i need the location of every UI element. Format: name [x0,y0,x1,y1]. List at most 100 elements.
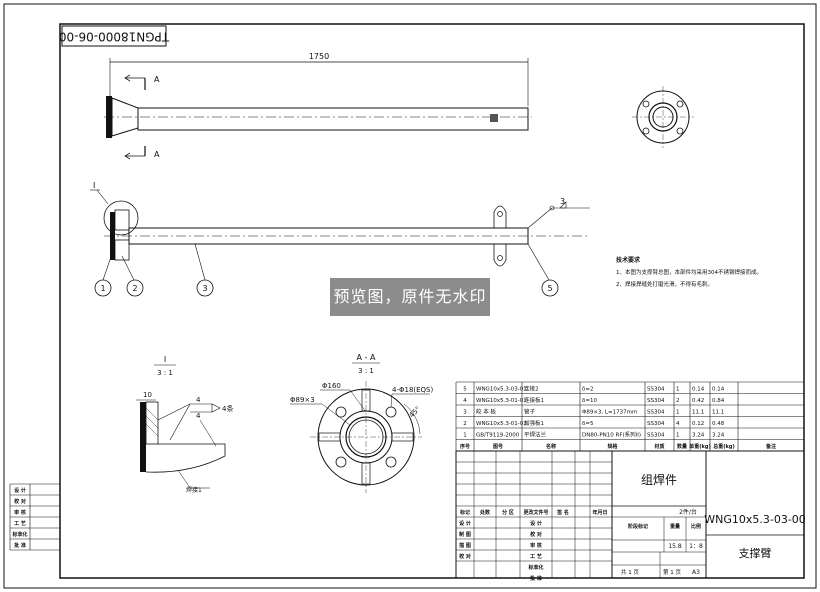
rev-label: 处数 [479,509,491,516]
balloon-5 [541,279,559,297]
bom-header-material: 材质 [654,443,664,450]
bom-cell-total: 0.48 [712,421,725,427]
flange-end-view [632,86,694,148]
weld-size-b: 4 [196,412,201,420]
code-stamp-box [61,25,167,47]
bom-cell-material: SS304 [647,398,665,404]
bom-cell-qty: 2 [676,398,680,404]
code-stamp-text: TPGN18000-06-00 [59,30,170,44]
bom-cell-name: 连接板1 [524,396,544,404]
side-label: 审 核 [14,509,26,516]
bom-cell-unit: 0.12 [692,421,704,427]
section-aa-view: A - A 3 : 1 Φ160 Φ89×3 4-Φ18(EQS) 45° [290,353,434,493]
role-label: 批 准 [530,575,542,582]
bom-header-unit: 单重(kg) [689,443,710,450]
lug-bottom [493,243,507,267]
weld-note: 焊接1 [186,486,202,494]
bom-cell-material: SS304 [647,421,665,427]
role-left-label: 描 图 [458,542,471,549]
rev-label: 年月日 [592,509,607,516]
bom-cell-no: 4 [463,398,467,404]
bom-cell-qty: 4 [676,421,680,427]
notes-title: 技术要求 [616,256,641,264]
side-label: 校 对 [14,498,26,505]
bom-cell-qty: 1 [676,387,680,393]
weight-label: 重量 [670,523,680,530]
paper-size: A3 [692,569,700,576]
notes-line-1: 1、本图为支撑臂总图，本部件均采用304不锈钢焊接而成。 [616,268,762,276]
bom-header-no: 序号 [459,443,470,450]
side-label: 工 艺 [14,520,26,527]
stage-label: 阶段标记 [628,523,648,530]
top-view: 1750 A A [104,52,532,160]
section-scale: 3 : 1 [358,367,374,375]
bom-cell-material: SS304 [647,387,665,393]
role-label: 标准化 [527,564,543,571]
dim-phi160: Φ160 [322,382,341,390]
bom-cell-unit: 0.14 [692,387,705,393]
bom-cell-total: 3.24 [712,433,725,439]
bom-cell-name: 连接2 [524,385,539,393]
dim-10: 10 [143,391,152,399]
bom-cell-unit: 3.24 [692,433,705,439]
drawing-number: WNG10x5.3-03-00 [704,513,806,526]
balloon-3-label: 3 [202,284,207,293]
role-label: 设 计 [530,520,542,527]
weld-symbol: 4条 [222,404,233,413]
balloon-2-label: 2 [132,284,137,293]
title-block: 标记处数分 区更改文件号签 名年月日设 计校 对审 核工 艺标准化批 准设 计制… [455,450,806,582]
bom-cell-unit: 0.42 [692,398,704,404]
watermark: 预览图，原件无水印 [330,278,490,316]
bom-cell-no: 3 [463,410,467,416]
section-title: A - A [357,353,376,362]
section-marker-top: A [154,75,160,84]
detail-i-circle [103,200,139,236]
bom-cell-spec: DN80-PN10 RF(系列II) [582,431,641,439]
sheet-no: 第 1 页 [663,568,681,576]
bom-cell-total: 0.14 [712,387,725,393]
bom-cell-no: 5 [463,387,467,393]
rev-label: 标记 [459,509,470,516]
inner-frame [59,23,805,579]
balloon-3 [196,279,214,297]
role-left-label: 制 图 [459,531,471,538]
rev-label: 分 区 [502,509,514,516]
role-label: 审 核 [530,542,542,549]
side-label: 批 准 [14,542,26,549]
bom-cell-name: 加强板1 [524,419,544,427]
dim-holes: 4-Φ18(EQS) [392,386,434,394]
detail-i-view: I 3 : 1 10 4 4 4条 焊接1 [136,355,233,494]
balloon-5-label: 5 [547,284,552,293]
balloon-2 [126,279,144,297]
bom-cell-name: 管子 [524,408,536,416]
weight-value: 15.8 [668,543,682,550]
balloon-1 [94,279,112,297]
side-view: I 3 1 2 3 5 [90,181,590,297]
sheets-total: 共 1 页 [621,568,639,576]
rev-label: 签 名 [556,509,569,516]
bom-cell-code: WNG10x5.3-01-01 [476,398,527,404]
bom-cell-total: 0.84 [712,398,725,404]
bom-cell-spec: δ=5 [582,421,594,427]
bom-cell-spec: Φ89×3, L=1737mm [582,410,637,416]
weld-size-a: 4 [196,396,201,404]
role-left-label: 校 对 [459,553,471,560]
scale-label: 比例 [691,523,701,530]
scale-value: 1：8 [689,543,703,550]
bom-cell-no: 2 [463,421,467,427]
technical-notes: 技术要求 1、本图为支撑臂总图，本部件均采用304不锈钢焊接而成。 2、焊接焊缝… [616,256,762,288]
bom-cell-qty: 1 [676,410,680,416]
role-label: 校 对 [530,531,542,538]
detail-scale: 3 : 1 [157,369,173,377]
balloon-1-label: 1 [100,284,105,293]
outer-frame [3,3,817,589]
pipe-top-view [137,107,529,131]
detail-i-tag: I [93,181,95,190]
sets-per-unit: 2件/台 [679,508,697,516]
dim-phi89: Φ89×3 [290,396,315,404]
bom-cell-qty: 1 [676,433,680,439]
bom-header-name: 名称 [546,443,556,450]
